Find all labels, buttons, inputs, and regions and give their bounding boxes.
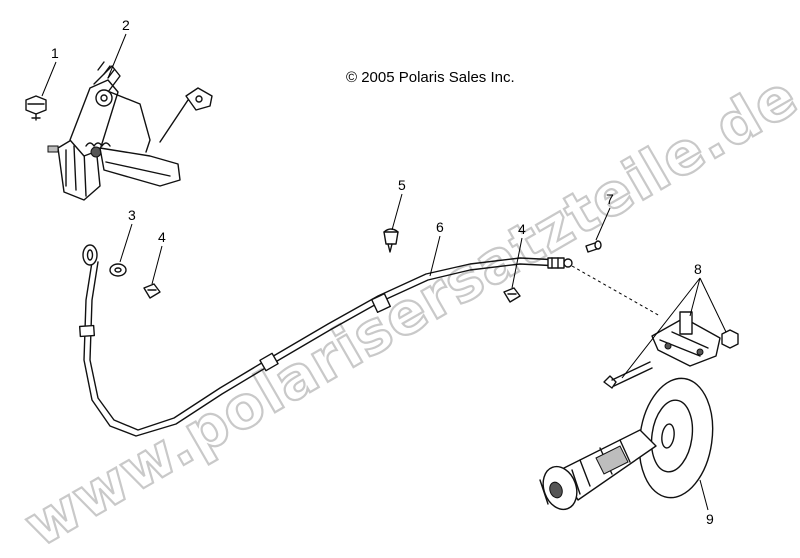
callout-8: 8 bbox=[694, 261, 702, 277]
brake-pedal-assembly bbox=[47, 61, 213, 201]
callout-5: 5 bbox=[398, 177, 406, 193]
callout-9: 9 bbox=[706, 511, 714, 527]
alignment-line bbox=[571, 265, 661, 317]
callout-2: 2 bbox=[122, 17, 130, 33]
bolt-part-1 bbox=[25, 95, 47, 121]
washer-part-3 bbox=[109, 263, 127, 277]
clip-part-4b bbox=[503, 287, 521, 303]
callout-6: 6 bbox=[436, 219, 444, 235]
clip-part-4a bbox=[143, 283, 161, 299]
callout-7: 7 bbox=[606, 191, 614, 207]
callout-leaders bbox=[41, 33, 727, 511]
callout-1: 1 bbox=[51, 45, 59, 61]
push-fastener-part-5 bbox=[383, 228, 399, 253]
caliper-assembly-part-8 bbox=[603, 311, 739, 389]
callout-4b: 4 bbox=[518, 221, 526, 237]
pin-part-7 bbox=[585, 240, 602, 253]
brake-disc-part-9 bbox=[539, 377, 714, 511]
brake-cable-part-6 bbox=[78, 244, 573, 437]
callout-3: 3 bbox=[128, 207, 136, 223]
callout-4a: 4 bbox=[158, 229, 166, 245]
copyright-text: © 2005 Polaris Sales Inc. bbox=[346, 69, 515, 86]
